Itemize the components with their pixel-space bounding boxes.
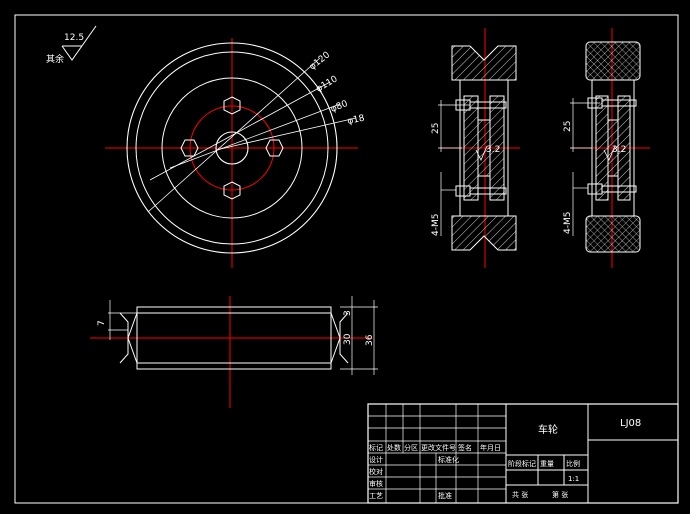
std-label: 标准化 [438,455,459,464]
sheets-total: 共 张 [512,490,528,499]
circle-hub [161,77,303,219]
section-right-roughness: 3.2 [612,145,626,155]
dim-leader-110 [149,81,331,181]
drawing-number: LJ08 [620,418,641,429]
approve-label: 批准 [438,491,452,500]
scale-label: 比例 [566,459,580,468]
section-left-thread: 4-M5 [431,214,441,236]
scale-value: 1:1 [568,475,579,483]
section-left-dim-25: 25 [431,123,441,134]
front-view: φ120 φ110 φ80 φ18 [105,38,366,268]
section-view-left: 25 4-M5 3.2 [431,28,520,268]
weight-label: 重量 [540,460,554,468]
bore-circle [215,131,249,165]
dim-30: 30 [343,333,353,345]
roughness-symbol: 12.5 其余 [46,25,97,65]
role-review: 审核 [369,479,383,488]
section-view-right: 25 4-M5 3.2 [563,28,650,268]
rev-header-docno: 更改文件号 [421,443,456,452]
rev-header-count: 处数 [387,443,401,452]
role-check: 校对 [369,467,383,476]
dim-36: 36 [365,334,375,346]
section-left-roughness: 3.2 [486,145,500,155]
drawing-border [14,14,679,504]
dim-phi18: φ18 [347,113,366,126]
bolt-circle [189,105,275,191]
dim-phi110: φ110 [315,74,340,94]
stage-label: 阶段标记 [508,459,536,468]
bolt-hex-bottom [223,181,241,200]
side-outline [136,306,332,370]
dim-3: 3 [343,310,353,316]
rev-header-date: 年月日 [480,443,501,452]
bolt-hex-left [180,139,199,157]
part-name: 车轮 [538,423,558,436]
circle-outer [126,42,338,254]
bolt-hex-top [223,96,241,115]
role-design: 设计 [369,455,383,464]
title-block: 标记 处数 分区 更改文件号 签名 年月日 设计 校对 审核 工艺 标准化 批准… [367,403,679,504]
dim-leader-80 [169,103,341,169]
role-process: 工艺 [369,492,383,500]
roughness-label: 其余 [46,53,64,65]
dim-leader-18 [215,117,357,151]
rev-header-mark: 标记 [369,443,383,452]
bolt-hex-right [265,139,284,157]
section-right-dim-25: 25 [563,121,573,132]
dim-phi80: φ80 [329,99,349,115]
side-view: 7 3 30 36 [90,296,378,408]
sheet-number: 第 张 [552,490,568,499]
dim-leader-120 [147,57,321,213]
dim-groove-7: 7 [97,320,107,326]
roughness-value: 12.5 [64,33,84,43]
rev-header-zone: 分区 [404,443,418,452]
section-right-thread: 4-M5 [563,212,573,234]
dim-phi120: φ120 [308,50,333,72]
circle-rim [135,51,329,245]
rev-header-sign: 签名 [458,443,472,452]
